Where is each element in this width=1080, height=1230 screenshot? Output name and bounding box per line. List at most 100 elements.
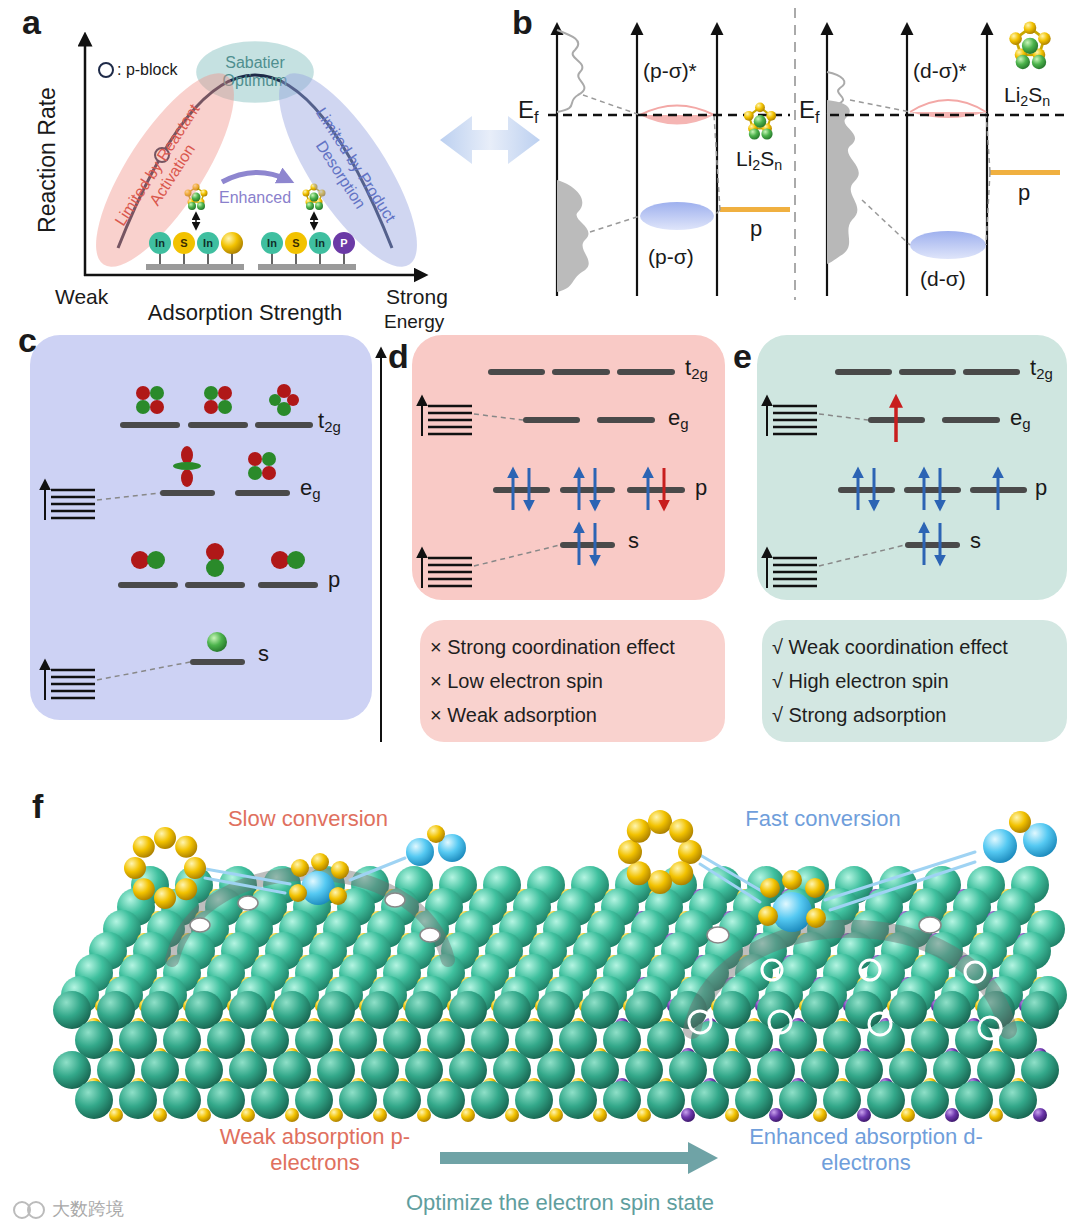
atom-label: In (203, 238, 213, 249)
figure-part (84, 36, 87, 276)
level-label-part: g (312, 485, 320, 502)
figure-part (97, 493, 160, 500)
species-label-part: 2 (1020, 93, 1028, 109)
figure-part (248, 466, 262, 480)
figure-part (195, 214, 197, 228)
figure-part (118, 422, 318, 665)
figure-part (207, 632, 227, 652)
figure-part (904, 487, 961, 493)
anion-atom (857, 1108, 871, 1122)
metal-atom (735, 1081, 773, 1119)
figure-part (794, 8, 796, 300)
list-item: × Low electron spin (430, 664, 603, 698)
figure-part (97, 493, 190, 680)
figure-part (291, 859, 309, 877)
figure-part (474, 414, 560, 566)
metal-atom (119, 1081, 157, 1119)
metal-atom (383, 1081, 421, 1119)
figure-part (440, 116, 540, 164)
figure-part (963, 369, 1020, 375)
figure-part (594, 468, 597, 508)
level-label-part: t (685, 355, 691, 380)
figure-part (1009, 811, 1031, 833)
level-label: s (628, 528, 639, 554)
axis-tick-part: Weak (55, 285, 108, 308)
level-label-part: p (695, 475, 707, 500)
figure-part (124, 857, 146, 879)
figure-part (512, 470, 515, 510)
figure-part (262, 452, 276, 466)
figure-part (131, 384, 305, 652)
figure-part (627, 861, 651, 885)
figure-part (648, 870, 672, 894)
arrow-label: Enhanced (219, 188, 291, 207)
figure-part (218, 400, 232, 414)
figure-part (493, 487, 550, 493)
axis-title-part: Reaction Rate (34, 87, 60, 233)
figure-part (207, 252, 209, 264)
figure-part (862, 200, 910, 245)
figure-part (578, 470, 581, 510)
figure-part (850, 100, 910, 112)
figure-part (714, 210, 720, 216)
orbital-label: (p-σ) (648, 244, 694, 269)
species-label-part: S (1028, 83, 1042, 106)
state-caption: Weak absorption p-electrons (215, 1124, 415, 1177)
figure-part (648, 810, 672, 834)
figure-part (146, 264, 244, 270)
figure-part (548, 114, 790, 117)
figure-part (84, 274, 424, 277)
state-caption-part: Weak absorption p-electrons (220, 1124, 410, 1175)
level-label: eg (1010, 405, 1031, 433)
figure-part (406, 838, 434, 866)
figure-part (133, 836, 155, 858)
level-label: p (1018, 180, 1030, 206)
panel-letter-part: f (32, 787, 43, 825)
figure-part (557, 26, 987, 296)
figure-part (188, 422, 248, 428)
figure-part (769, 1011, 791, 1033)
species-label-part: S (760, 147, 774, 170)
bottom-caption: Optimize the electron spin state (406, 1190, 714, 1216)
figure-part (557, 180, 589, 292)
figure-part (762, 960, 782, 980)
figure-part (627, 487, 685, 493)
figure-part (819, 545, 905, 566)
legend-text: : p-block (117, 60, 177, 79)
reaction-art (14, 810, 1057, 1218)
panel-letter: a (22, 2, 41, 43)
figure-part (552, 369, 610, 375)
figure-part (806, 908, 826, 928)
figure-part (830, 114, 1066, 117)
state-caption-part: Enhanced absorption d-electrons (749, 1124, 983, 1175)
list-item: × Weak adsorption (430, 698, 597, 732)
figure-part (159, 252, 161, 264)
anion-atom (109, 1108, 123, 1122)
figure-part (258, 582, 318, 588)
metal-atom (75, 1081, 113, 1119)
figure-part (720, 207, 790, 212)
anion-atom (813, 1108, 827, 1122)
panel-d-art (422, 369, 685, 588)
anion-atom (945, 1108, 959, 1122)
figure-part (869, 1013, 891, 1035)
figure-part (597, 417, 655, 423)
atom-circle: In (309, 232, 331, 254)
figure-part (200, 868, 290, 884)
figure-part (513, 468, 648, 565)
figure-part (118, 582, 178, 588)
figure-part (329, 887, 347, 905)
figure-part (136, 386, 150, 400)
legend-text-part: : p-block (117, 61, 177, 78)
figure-part (560, 542, 615, 548)
anion-atom (681, 1108, 695, 1122)
figure-part (222, 172, 288, 182)
orbital-label-part: (d-σ) (920, 267, 966, 290)
anion-atom (549, 1108, 563, 1122)
anion-atom (153, 1108, 167, 1122)
figure-part (640, 202, 714, 230)
figure-part (205, 878, 285, 893)
figure-part (181, 446, 193, 464)
figure-part (255, 422, 313, 428)
watermark: 大数跨境 (52, 1199, 124, 1221)
